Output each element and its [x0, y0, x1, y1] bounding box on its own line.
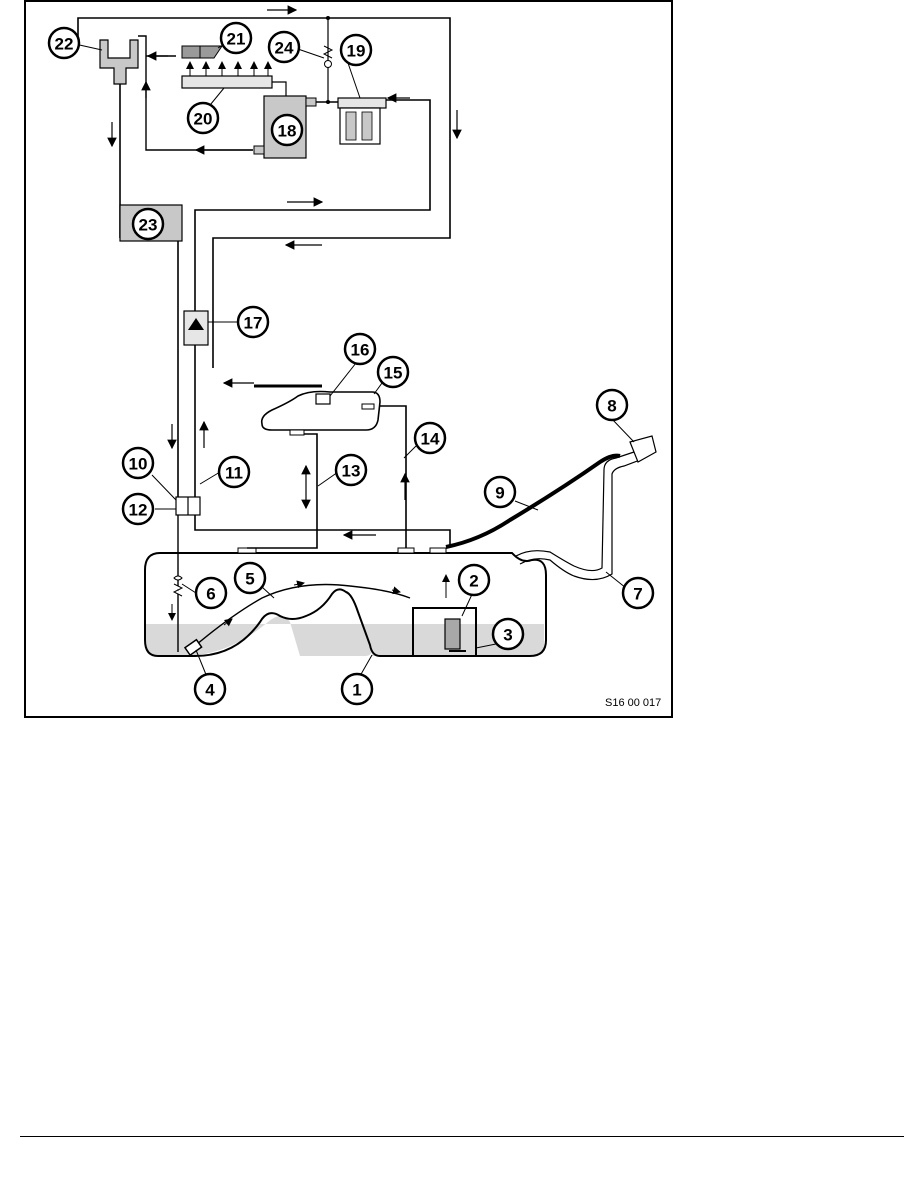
callout-1: 1	[340, 672, 374, 706]
callout-number: 10	[129, 455, 148, 474]
callout-number: 22	[55, 35, 74, 54]
callout-circle	[186, 101, 220, 135]
callout-number: 11	[225, 464, 243, 483]
callout-circle	[131, 207, 165, 241]
callout-3: 3	[491, 617, 525, 651]
callout-16: 16	[343, 332, 377, 366]
callout-19: 19	[339, 33, 373, 67]
callout-number: 21	[227, 30, 246, 49]
fuel-rail	[181, 75, 273, 89]
callout-circle	[121, 492, 155, 526]
callout-circle	[270, 113, 304, 147]
fuel-tank	[144, 505, 547, 657]
callout-circle	[491, 617, 525, 651]
figure-frame	[24, 0, 673, 718]
callout-circle	[121, 446, 155, 480]
pressure-damper	[99, 39, 139, 85]
callout-17: 17	[236, 305, 270, 339]
callout-circle	[376, 355, 410, 389]
callout-number: 20	[194, 110, 213, 129]
callout-circle	[267, 30, 301, 64]
callout-number: 24	[275, 39, 294, 58]
callout-number: 12	[129, 501, 148, 520]
callout-circle	[621, 576, 655, 610]
callout-5: 5	[233, 561, 267, 595]
callout-number: 2	[469, 572, 478, 591]
jet-pump	[183, 638, 203, 657]
callout-number: 3	[503, 626, 512, 645]
fuel-level	[145, 616, 544, 656]
callout-circle	[236, 305, 270, 339]
callout-number: 23	[139, 216, 158, 235]
callout-circle	[217, 455, 251, 489]
callout-number: 15	[384, 364, 403, 383]
callout-20: 20	[186, 101, 220, 135]
callout-number: 1	[352, 681, 361, 700]
check-valve	[172, 575, 184, 597]
callout-circle	[340, 672, 374, 706]
callout-number: 19	[347, 42, 366, 61]
callout-circle	[233, 561, 267, 595]
callout-circle	[457, 563, 491, 597]
callout-6: 6	[194, 576, 228, 610]
callout-number: 4	[205, 681, 215, 700]
callout-circle	[413, 421, 447, 455]
tank-outline	[144, 552, 547, 657]
callout-number: 8	[607, 397, 616, 416]
callout-number: 7	[633, 585, 642, 604]
figure-reference-code: S16 00 017	[605, 697, 661, 709]
callout-2: 2	[457, 563, 491, 597]
callout-circle	[343, 332, 377, 366]
callout-circle	[483, 475, 517, 509]
callout-number: 13	[342, 462, 361, 481]
vent-hose	[445, 453, 621, 549]
callout-number: 18	[278, 122, 297, 141]
footer-rule	[20, 1136, 904, 1137]
callout-11: 11	[217, 455, 251, 489]
callout-18: 18	[270, 113, 304, 147]
callout-circle	[193, 672, 227, 706]
callout-22: 22	[47, 26, 81, 60]
callout-number: 6	[206, 585, 215, 604]
callout-7: 7	[621, 576, 655, 610]
callout-12: 12	[121, 492, 155, 526]
callout-13: 13	[334, 453, 368, 487]
callout-circle	[334, 453, 368, 487]
line-connector	[175, 496, 201, 516]
filler-neck	[515, 435, 657, 581]
callout-number: 9	[495, 484, 504, 503]
fuel-pump	[444, 618, 461, 650]
flow-arrows	[107, 5, 462, 540]
callout-circle	[194, 576, 228, 610]
callout-9: 9	[483, 475, 517, 509]
expansion-tank	[260, 390, 381, 431]
callout-number: 16	[351, 341, 370, 360]
callout-21: 21	[219, 21, 253, 55]
callout-23: 23	[131, 207, 165, 241]
callout-number: 17	[244, 314, 263, 333]
callout-4: 4	[193, 672, 227, 706]
callout-10: 10	[121, 446, 155, 480]
callout-15: 15	[376, 355, 410, 389]
callout-number: 5	[245, 570, 254, 589]
callout-14: 14	[413, 421, 447, 455]
callout-number: 14	[421, 430, 440, 449]
roll-over-valve	[315, 393, 331, 405]
callout-circle	[219, 21, 253, 55]
filler-cap	[629, 435, 657, 463]
callout-8: 8	[595, 388, 629, 422]
callout-24: 24	[267, 30, 301, 64]
callout-circle	[47, 26, 81, 60]
callout-circle	[339, 33, 373, 67]
callout-circle	[595, 388, 629, 422]
